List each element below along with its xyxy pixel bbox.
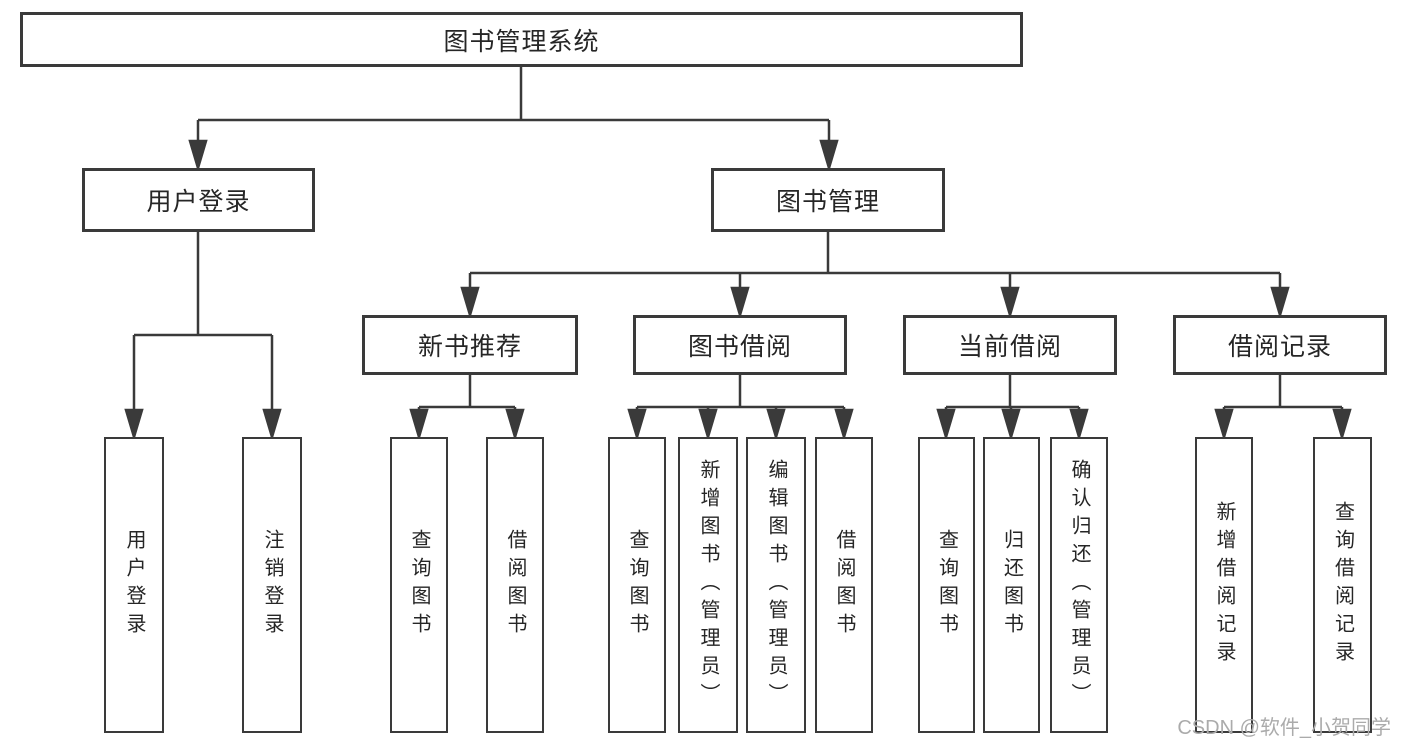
watermark: CSDN @软件_小贺同学 [1177, 717, 1391, 739]
node-query-books-current: 查询图书 [918, 437, 975, 733]
arrowhead [124, 408, 144, 442]
node-new-book-recommend: 新书推荐 [362, 315, 578, 375]
node-query-borrow-record-label: 查询借阅记录 [1331, 501, 1354, 669]
node-query-books-borrowing-label: 查询图书 [626, 529, 648, 641]
arrowhead [188, 139, 208, 173]
node-add-borrow-record: 新增借阅记录 [1195, 437, 1253, 733]
node-book-borrowing: 图书借阅 [633, 315, 847, 375]
node-new-book-recommend-label: 新书推荐 [417, 333, 522, 361]
node-user-login: 用户登录 [82, 168, 315, 232]
arrowhead [1000, 286, 1020, 320]
arrowhead [262, 408, 282, 442]
node-root: 图书管理系统 [20, 12, 1023, 67]
connector-borrowing-records-children [1214, 375, 1352, 442]
connector-book-borrowing-children [627, 375, 854, 442]
node-query-books-current-label: 查询图书 [935, 529, 958, 641]
arrowhead [1214, 408, 1234, 442]
node-query-books-borrowing: 查询图书 [608, 437, 666, 733]
node-logout: 注销登录 [242, 437, 302, 733]
node-edit-books-admin-label: 编辑图书（管理员） [765, 459, 787, 711]
node-borrowing-records-label: 借阅记录 [1227, 333, 1332, 361]
node-current-borrowing: 当前借阅 [903, 315, 1117, 375]
arrowhead [766, 408, 786, 442]
node-add-books-admin: 新增图书（管理员） [678, 437, 738, 733]
node-book-management: 图书管理 [711, 168, 945, 232]
node-borrow-books-recommend-label: 借阅图书 [504, 529, 526, 641]
arrowhead [409, 408, 429, 442]
node-query-borrow-record: 查询借阅记录 [1313, 437, 1372, 733]
connector-book-management-children [460, 232, 1290, 320]
node-current-borrowing-label: 当前借阅 [957, 333, 1062, 361]
arrowhead [834, 408, 854, 442]
node-confirm-return-admin-label: 确认归还（管理员） [1068, 459, 1090, 711]
node-root-label: 图书管理系统 [443, 27, 600, 56]
node-return-books: 归还图书 [983, 437, 1040, 733]
arrowhead [1069, 408, 1089, 442]
node-logout-label: 注销登录 [261, 529, 283, 641]
node-user-login-leaf-label: 用户登录 [123, 529, 145, 641]
arrowhead [505, 408, 525, 442]
node-edit-books-admin: 编辑图书（管理员） [746, 437, 806, 733]
node-borrow-books-recommend: 借阅图书 [486, 437, 544, 733]
arrowhead [1332, 408, 1352, 442]
node-book-borrowing-label: 图书借阅 [687, 333, 792, 361]
connector-root-to-level2 [188, 67, 839, 173]
arrowhead [1001, 408, 1021, 442]
arrowhead [698, 408, 718, 442]
connector-current-borrowing-children [936, 375, 1089, 442]
connector-new-book-recommend-children [409, 375, 525, 442]
arrowhead [936, 408, 956, 442]
node-user-login-label: 用户登录 [146, 188, 251, 216]
node-query-books-recommend: 查询图书 [390, 437, 448, 733]
node-borrowing-records: 借阅记录 [1173, 315, 1387, 375]
arrowhead [819, 139, 839, 173]
arrowhead [1270, 286, 1290, 320]
node-return-books-label: 归还图书 [1000, 529, 1023, 641]
node-confirm-return-admin: 确认归还（管理员） [1050, 437, 1108, 733]
arrowhead [627, 408, 647, 442]
node-borrow-books-borrowing-label: 借阅图书 [833, 529, 855, 641]
node-book-management-label: 图书管理 [775, 188, 880, 216]
node-borrow-books-borrowing: 借阅图书 [815, 437, 873, 733]
node-user-login-leaf: 用户登录 [104, 437, 164, 733]
node-add-books-admin-label: 新增图书（管理员） [697, 459, 719, 711]
arrowhead [460, 286, 480, 320]
connector-user-login-children [124, 232, 282, 442]
node-add-borrow-record-label: 新增借阅记录 [1213, 501, 1235, 669]
arrowhead [730, 286, 750, 320]
node-query-books-recommend-label: 查询图书 [408, 529, 430, 641]
